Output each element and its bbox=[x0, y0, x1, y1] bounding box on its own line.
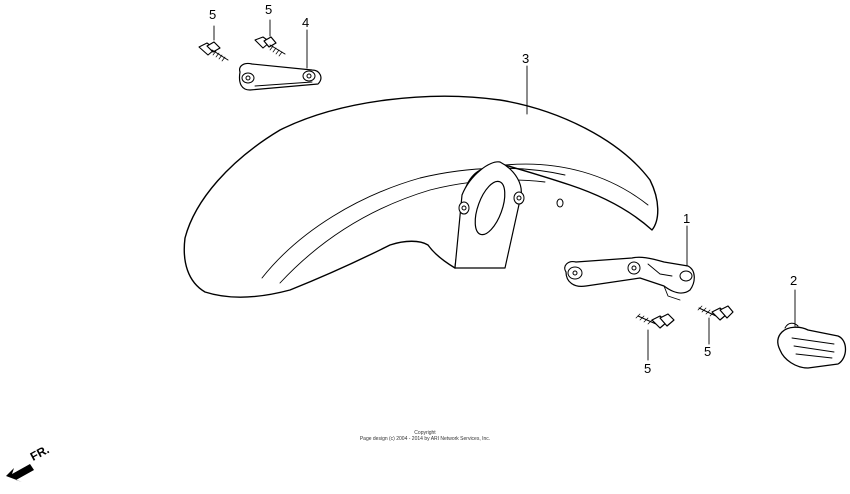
callout-bolt-top-left: 5 bbox=[209, 7, 217, 22]
copyright-line-2: Page design (c) 2004 - 2014 by ARI Netwo… bbox=[359, 436, 491, 442]
callout-bolt-bottom-left: 5 bbox=[644, 361, 652, 376]
bolt-bottom-right bbox=[697, 305, 734, 321]
copyright-line-1: Copyright bbox=[414, 430, 436, 436]
copyright-notice: Copyright Page design (c) 2004 - 2014 by… bbox=[0, 430, 850, 442]
bolt-top-right bbox=[254, 36, 286, 57]
callout-stay-right: 1 bbox=[683, 211, 691, 226]
arrow-front-icon bbox=[6, 464, 34, 482]
reflector bbox=[777, 322, 847, 369]
bolt-bottom-left bbox=[635, 313, 675, 329]
callout-bolt-top-right: 5 bbox=[265, 2, 273, 17]
callout-bolt-bottom-right: 5 bbox=[704, 344, 712, 359]
callout-reflector: 2 bbox=[790, 273, 798, 288]
front-fender bbox=[183, 95, 659, 298]
callout-stay-top: 4 bbox=[302, 15, 310, 30]
fender-stay-top bbox=[238, 62, 322, 91]
fender-stay-right bbox=[564, 256, 695, 301]
bolt-top-left bbox=[198, 41, 229, 62]
callout-fender: 3 bbox=[522, 51, 530, 66]
